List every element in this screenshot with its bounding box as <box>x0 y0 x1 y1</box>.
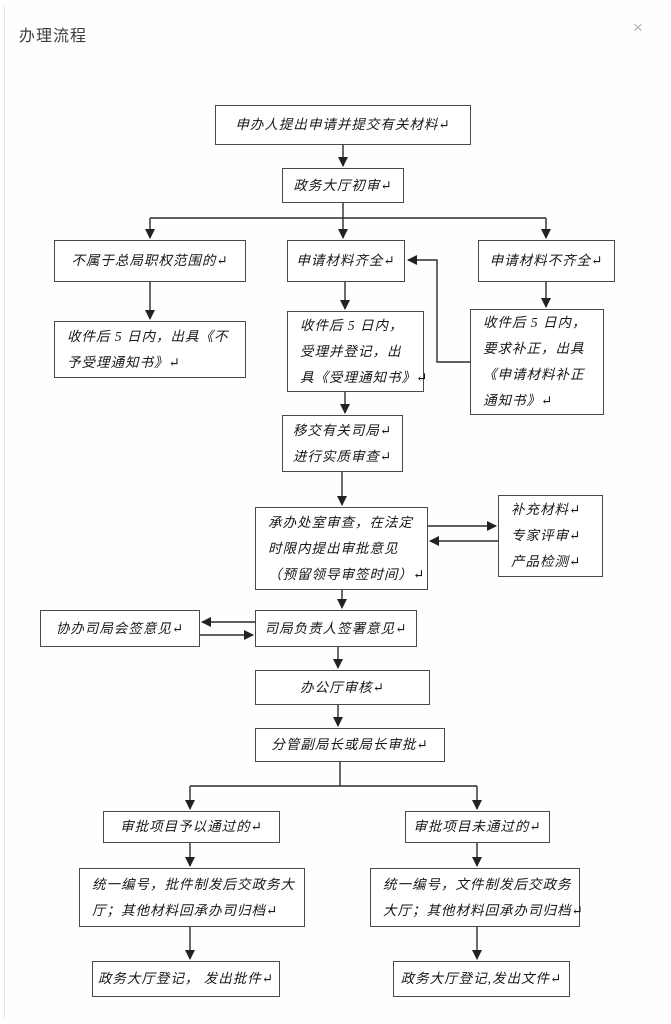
flow-node-not-approved-text: 审批项目未通过的↵ <box>413 819 542 834</box>
flow-node-approved-release: 政务大厅登记， 发出批件↵ <box>92 961 280 997</box>
flow-node-supplement-support-line: 产品检测↵ <box>511 554 582 569</box>
flow-node-undertake-review-line: 时限内提出审批意见 <box>268 540 399 556</box>
flow-node-director-approve-text: 分管副局长或局长审批↵ <box>271 737 429 752</box>
flow-node-not-approved-issue-line: 统一编号，文件制发后交政务 <box>383 876 572 892</box>
flow-node-initial-review: 政务大厅初审↵ <box>282 168 404 203</box>
flow-node-supplement-notice-line: 收件后 5 日内， <box>483 315 587 330</box>
flow-node-approved-text: 审批项目予以通过的↵ <box>120 819 263 834</box>
flow-node-supplement-support-line: 补充材料↵ <box>511 502 582 517</box>
flow-node-apply-text: 申办人提出申请并提交有关材料↵ <box>235 117 451 132</box>
flow-node-supplement-notice-line: 要求补正，出具 <box>483 341 585 356</box>
flow-node-transfer-bureau-line: 进行实质审查↵ <box>292 448 393 464</box>
flow-node-office-check: 办公厅审核↵ <box>255 670 430 705</box>
flow-node-leader-sign: 司局负责人签署意见↵ <box>255 610 417 647</box>
flow-node-approved-release-text: 政务大厅登记， 发出批件↵ <box>97 971 275 986</box>
flow-node-accept-register-line: 受理并登记，出 <box>300 343 402 359</box>
flow-node-approved-issue-line: 厅；其他材料回承办司归档↵ <box>92 902 279 918</box>
flow-node-apply: 申办人提出申请并提交有关材料↵ <box>215 105 471 145</box>
flow-node-reject-notice-line: 予受理通知书》↵ <box>67 354 181 370</box>
flow-node-not-approved-release: 政务大厅登记,发出文件↵ <box>393 961 570 997</box>
flow-node-accept-register-line: 收件后 5 日内， <box>300 317 404 333</box>
flow-node-out-of-scope: 不属于总局职权范围的↵ <box>54 240 246 282</box>
flow-node-approved-issue: 统一编号，批件制发后交政务大 厅；其他材料回承办司归档↵ <box>79 868 305 927</box>
flow-node-supplement-support: 补充材料↵ 专家评审↵ 产品检测↵ <box>498 495 603 577</box>
flow-node-undertake-review: 承办处室审查，在法定 时限内提出审批意见 （预留领导审签时间）↵ <box>255 507 428 590</box>
close-icon[interactable]: × <box>633 18 643 37</box>
flow-node-initial-review-text: 政务大厅初审↵ <box>293 177 393 193</box>
dialog-left-border <box>4 6 5 1018</box>
flow-node-not-approved: 审批项目未通过的↵ <box>405 811 550 843</box>
flow-node-not-approved-issue-line: 大厅；其他材料回承办司归档↵ <box>383 902 584 918</box>
flow-node-not-approved-issue: 统一编号，文件制发后交政务 大厅；其他材料回承办司归档↵ <box>370 868 583 927</box>
flow-node-out-of-scope-text: 不属于总局职权范围的↵ <box>71 253 229 268</box>
flow-node-undertake-review-line: （预留领导审签时间）↵ <box>268 566 426 582</box>
flow-node-approved-issue-line: 统一编号，批件制发后交政务大 <box>92 876 295 892</box>
flow-node-supplement-support-line: 专家评审↵ <box>511 528 582 543</box>
flow-node-director-approve: 分管副局长或局长审批↵ <box>255 728 445 762</box>
flow-node-materials-incomplete: 申请材料不齐全↵ <box>478 240 615 282</box>
flow-node-reject-notice-line: 收件后 5 日内，出具《不 <box>67 328 229 344</box>
flow-node-materials-complete: 申请材料齐全↵ <box>287 240 405 282</box>
flow-node-reject-notice: 收件后 5 日内，出具《不 予受理通知书》↵ <box>54 321 246 378</box>
flow-node-undertake-review-line: 承办处室审查，在法定 <box>268 514 413 530</box>
flow-node-cosign-opinion-text: 协办司局会签意见↵ <box>55 620 185 636</box>
flow-node-office-check-text: 办公厅审核↵ <box>300 679 385 695</box>
flow-node-leader-sign-text: 司局负责人签署意见↵ <box>264 620 408 636</box>
flow-node-cosign-opinion: 协办司局会签意见↵ <box>40 610 200 647</box>
flow-node-transfer-bureau-line: 移交有关司局↵ <box>292 422 393 438</box>
dialog-title: 办理流程 <box>19 28 88 45</box>
flow-node-transfer-bureau: 移交有关司局↵ 进行实质审查↵ <box>282 415 403 472</box>
flow-node-accept-register: 收件后 5 日内， 受理并登记，出 具《受理通知书》↵ <box>287 311 427 392</box>
flow-node-supplement-notice-line: 通知书》↵ <box>483 393 554 408</box>
flow-node-materials-complete-text: 申请材料齐全↵ <box>296 253 396 268</box>
flow-node-supplement-notice: 收件后 5 日内， 要求补正，出具 《申请材料补正 通知书》↵ <box>470 309 604 415</box>
flow-node-materials-incomplete-text: 申请材料不齐全↵ <box>489 253 604 268</box>
flow-node-accept-register-line: 具《受理通知书》↵ <box>300 369 429 385</box>
flow-node-approved: 审批项目予以通过的↵ <box>103 811 280 843</box>
flow-node-not-approved-release-text: 政务大厅登记,发出文件↵ <box>400 971 563 986</box>
flow-node-supplement-notice-line: 《申请材料补正 <box>483 367 585 382</box>
